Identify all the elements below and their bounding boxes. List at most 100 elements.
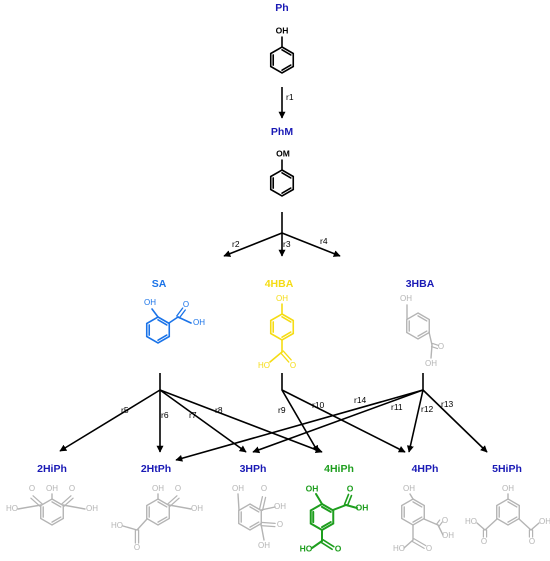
double-bond xyxy=(157,334,168,341)
atom-label-carbonyl-o-top: O xyxy=(261,484,267,493)
reaction-label-r8: r8 xyxy=(215,405,223,415)
ring-bonds xyxy=(401,498,425,526)
single-bond xyxy=(403,539,414,549)
arrow-r12 xyxy=(406,389,424,453)
single-bond xyxy=(530,522,540,531)
atom-label-acid-oh: OH xyxy=(86,504,98,513)
structure-4hba: OH HO O xyxy=(258,294,296,370)
atom-label-oh: OH xyxy=(46,484,58,493)
double-bond xyxy=(249,521,260,528)
ring-bonds xyxy=(496,498,520,526)
reaction-label-r7: r7 xyxy=(189,410,197,420)
structure-ph: OH xyxy=(269,25,295,74)
atom-label-acid-ho: HO xyxy=(393,544,405,553)
benzene-ring xyxy=(406,304,440,359)
atom-label-carbonyl-o: O xyxy=(183,300,189,309)
single-bond xyxy=(62,504,86,510)
structure-phm: OM xyxy=(269,148,295,197)
structure-2htph: OH O OH HO O xyxy=(111,484,203,552)
atom-label-oh: OH xyxy=(232,484,244,493)
double-bond xyxy=(51,501,62,508)
ring-bonds xyxy=(40,498,64,526)
double-bond xyxy=(507,516,518,523)
reaction-label-r12: r12 xyxy=(421,404,434,414)
double-bond xyxy=(167,495,178,505)
double-bond xyxy=(178,309,186,319)
atom-label-carbonyl-o-top: O xyxy=(442,516,448,525)
structure-2hiph: OH O O HO OH xyxy=(6,484,98,526)
single-bond xyxy=(428,331,433,346)
double-bond xyxy=(261,496,267,512)
atom-label-acid-ho: HO xyxy=(300,543,313,553)
double-bond xyxy=(280,352,290,363)
single-bond xyxy=(430,344,433,359)
compound-label-4hba: 4HBA xyxy=(265,278,294,290)
structure-4hph: OH O OH HO O xyxy=(393,484,454,553)
single-bond xyxy=(237,493,240,511)
single-bond xyxy=(168,504,192,510)
double-bond xyxy=(281,187,292,194)
arrow-r10 xyxy=(281,389,406,453)
double-bond xyxy=(249,506,260,513)
atom-label-carbonyl-o-bottom: O xyxy=(335,543,342,553)
benzene-ring xyxy=(122,493,192,544)
double-bond xyxy=(281,316,292,323)
atom-label-acid-ho: HO xyxy=(258,361,270,370)
compound-label-3hph: 3HPh xyxy=(240,463,267,475)
benzene-ring xyxy=(17,493,86,526)
double-bond xyxy=(321,521,332,529)
structure-4hiph: OH O OH HO O xyxy=(300,483,369,553)
reaction-label-r10: r10 xyxy=(312,400,325,410)
atom-label-carbonyl-o: O xyxy=(438,342,444,351)
single-bond xyxy=(269,351,283,363)
atom-label-acid-ho: HO xyxy=(6,504,18,513)
reaction-label-r9: r9 xyxy=(278,405,286,415)
ring-bonds xyxy=(269,46,295,74)
compound-label-5hiph: 5HiPh xyxy=(492,463,522,475)
single-bond xyxy=(476,522,486,531)
atom-label-acid-oh-top: OH xyxy=(274,502,286,511)
ring-bonds xyxy=(146,498,170,526)
reaction-label-r5: r5 xyxy=(121,405,129,415)
double-bond xyxy=(157,501,168,508)
benzene-ring xyxy=(309,493,358,551)
arrow-r14 xyxy=(175,389,424,462)
single-bond xyxy=(345,504,358,509)
double-bond xyxy=(282,350,292,361)
single-bond xyxy=(260,506,276,511)
atom-label-acid-oh: OH xyxy=(193,318,205,327)
compound-label-4hiph: 4HiPh xyxy=(324,463,354,475)
double-bond xyxy=(258,495,264,511)
ring-bonds xyxy=(406,312,430,340)
single-bond xyxy=(332,504,347,511)
reaction-label-r2: r2 xyxy=(232,239,240,249)
double-bond xyxy=(61,495,72,505)
compound-label-phm: PhM xyxy=(271,126,293,138)
single-bond xyxy=(423,518,439,526)
double-bond xyxy=(260,524,276,528)
benzene-ring xyxy=(237,493,276,541)
single-bond xyxy=(315,493,323,505)
atom-label-carbonyl-o-mid: O xyxy=(277,520,283,529)
reaction-label-r6: r6 xyxy=(161,410,169,420)
atom-label-oh: OH xyxy=(306,483,319,493)
double-bond xyxy=(51,516,62,523)
structure-3hba: OH O OH xyxy=(400,294,444,368)
double-bond xyxy=(436,519,441,525)
single-bond xyxy=(311,540,323,549)
atom-label-carbonyl-o-left: O xyxy=(481,537,487,546)
ring-bonds xyxy=(269,313,295,341)
single-bond xyxy=(122,525,138,531)
compound-label-sa: SA xyxy=(152,278,167,290)
atom-label-acid-oh-bottom: OH xyxy=(258,541,270,550)
compound-label-2hiph: 2HiPh xyxy=(37,463,67,475)
atom-label-carbonyl-o-bottom: O xyxy=(134,543,140,552)
ring-bonds xyxy=(269,169,295,197)
structure-3hph: OH O OH O OH xyxy=(232,484,286,550)
atom-label-acid-ho: HO xyxy=(111,521,123,530)
single-bond xyxy=(518,518,532,531)
double-bond xyxy=(260,521,276,525)
double-bond xyxy=(157,516,168,523)
atom-label-oh: OH xyxy=(403,484,415,493)
